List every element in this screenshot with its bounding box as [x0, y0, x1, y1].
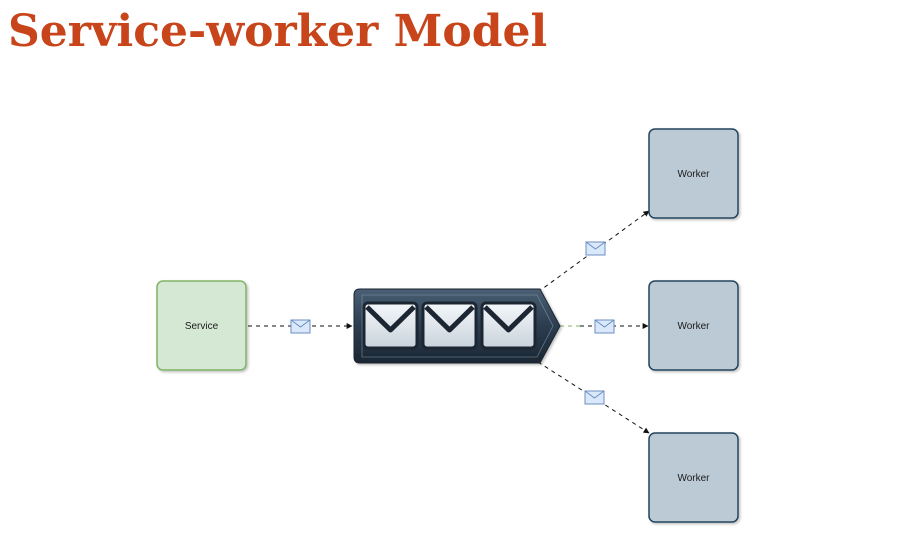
service-label: Service: [185, 321, 219, 332]
queued-message-icon: [480, 301, 537, 350]
message-queue-icon[interactable]: [353, 288, 561, 364]
queued-message-icon: [362, 301, 419, 350]
queued-message-icon: [421, 301, 478, 350]
worker-node-bottom[interactable]: Worker: [648, 432, 739, 523]
service-node[interactable]: Service: [156, 280, 247, 371]
worker-node-top[interactable]: Worker: [648, 128, 739, 219]
envelope-icon: [594, 319, 615, 334]
page-title: Service-worker Model: [8, 6, 548, 57]
worker-label: Worker: [677, 169, 710, 180]
envelope-icon: [584, 390, 605, 405]
worker-label: Worker: [677, 321, 710, 332]
envelope-icon: [290, 319, 311, 334]
edge-queue-to-worker-top: [537, 210, 650, 293]
worker-label: Worker: [677, 473, 710, 484]
envelope-icon: [585, 241, 606, 256]
worker-node-middle[interactable]: Worker: [648, 280, 739, 371]
